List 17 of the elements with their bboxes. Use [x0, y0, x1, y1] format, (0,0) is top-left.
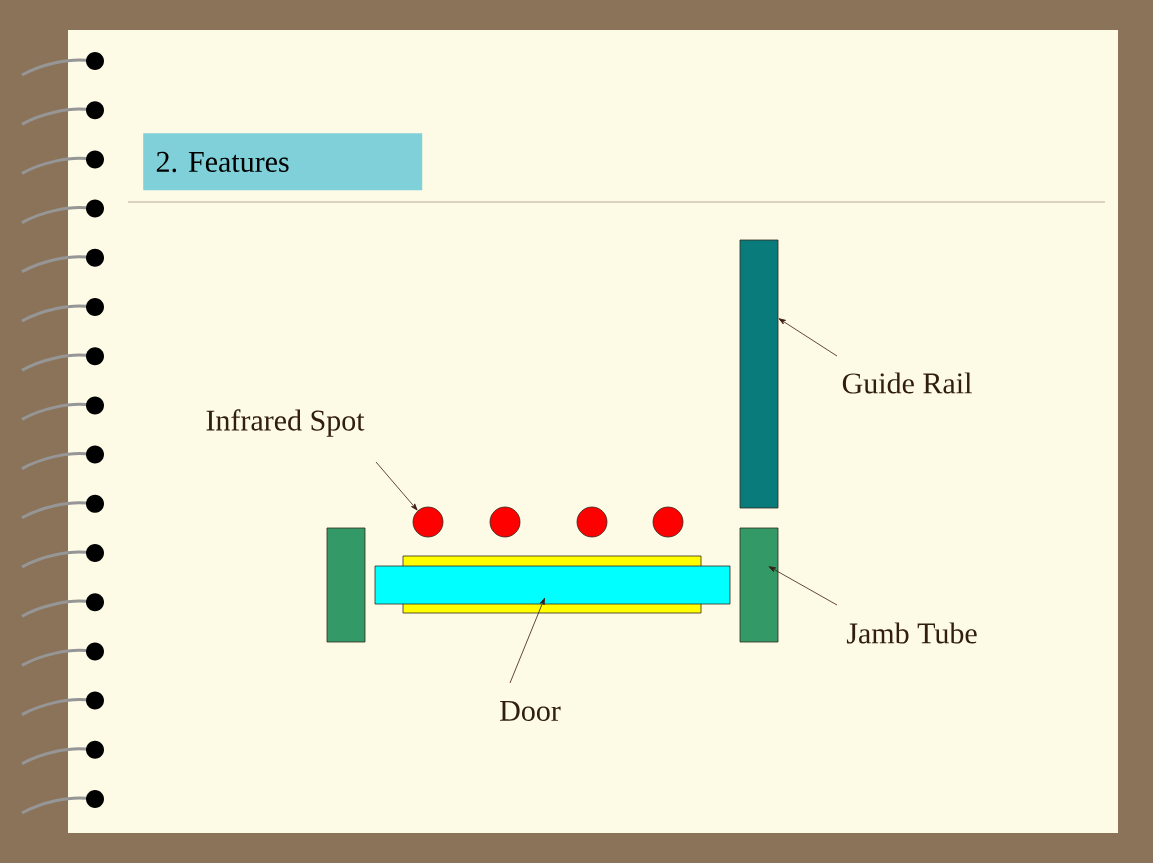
- part-label: Door: [500, 701, 561, 721]
- infrared-spot: [652, 506, 684, 538]
- leader-line: [375, 461, 418, 511]
- jamb-tube: [326, 527, 366, 643]
- jamb-tube: [739, 527, 779, 643]
- part-label: Infrared Spot: [206, 409, 365, 437]
- title-banner: 2. Features: [143, 133, 423, 191]
- part-label: Jamb Tube: [846, 622, 977, 644]
- leader-line: [778, 318, 838, 357]
- part-label: Guide Rail: [842, 372, 972, 394]
- leader-line: [768, 566, 838, 606]
- rail-bar: [739, 239, 779, 509]
- leader-line: [509, 597, 545, 684]
- infrared-spot: [489, 506, 521, 538]
- infrared-spot: [576, 506, 608, 538]
- infrared-spot: [412, 506, 444, 538]
- door-panel: [374, 565, 731, 605]
